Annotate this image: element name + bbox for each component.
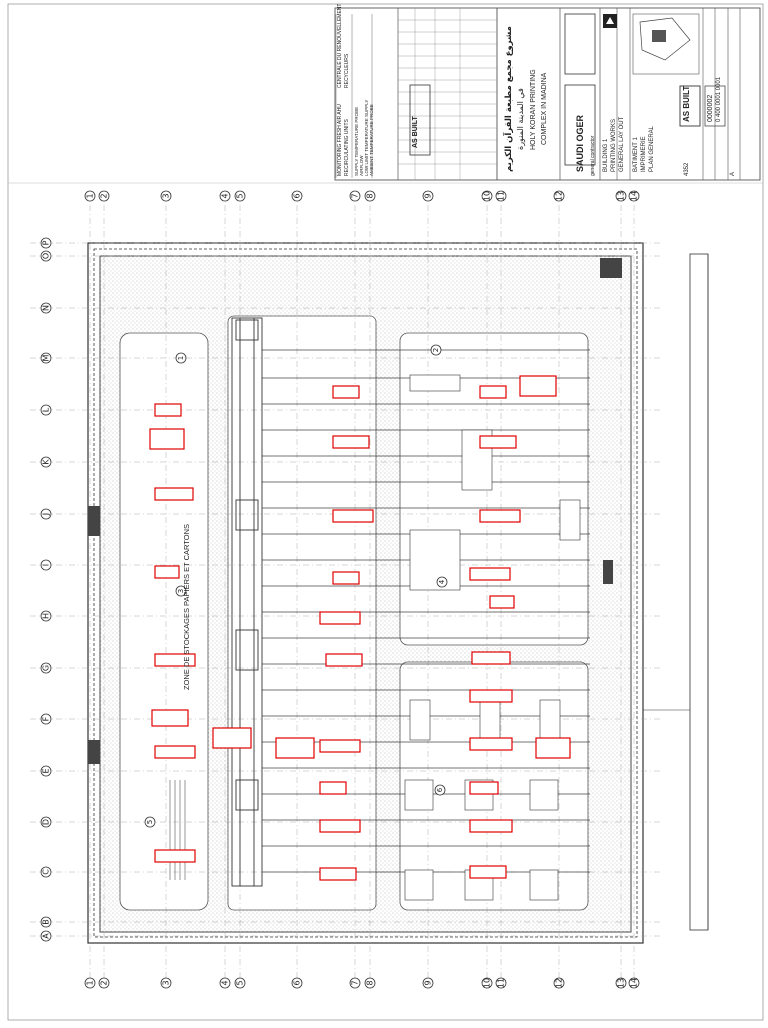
grid-bubbles [84, 190, 640, 989]
grid-column-label-top: 7 [351, 193, 360, 198]
grid-column-label-top: 2 [100, 193, 109, 198]
legend-box [335, 14, 373, 178]
grid-column-label-top: 5 [236, 193, 245, 198]
grid-row-label: I [42, 564, 51, 566]
grid-column-label-bottom: 9 [424, 980, 433, 985]
main-hall [227, 315, 377, 911]
grid-row-label: L [42, 407, 51, 412]
grid-column-label-bottom: 7 [351, 980, 360, 985]
grid-column-label-top: 3 [162, 193, 171, 198]
project-title-ar-city: في المدينة المنورة [516, 88, 525, 150]
zone-label: ZONE DE STOCKAGES PAPIERS ET CARTONS [182, 523, 191, 690]
title-block [334, 7, 761, 181]
zone-number: 3 [177, 589, 185, 593]
grid-column-label-bottom: 2 [100, 980, 109, 985]
grid-row-label: B [42, 919, 51, 925]
grid-row-label: P [42, 240, 51, 245]
sheet-border [7, 3, 764, 1021]
contractor-role: general contractor [590, 135, 596, 176]
zone-numbers: 3 1 2 4 5 6 [146, 348, 446, 824]
legend-heading-2: CENTRALE DU RENOUVELLEMENT [337, 3, 343, 88]
scale-ref: 4352 [684, 162, 690, 176]
building-outline [87, 242, 644, 944]
grid-row-label: O [42, 253, 51, 259]
zone-number: 5 [146, 820, 154, 824]
contractor-name: SAUDI OGER [575, 114, 585, 172]
grid-row-label: E [42, 768, 51, 773]
grid-column-label-top: 4 [221, 193, 230, 198]
redaction-boxes [149, 375, 571, 881]
grid-row-label: K [42, 459, 51, 465]
grid-row-label: F [42, 716, 51, 721]
batiment-line-2: IMPRIMERIE [641, 136, 647, 172]
press-machines [404, 374, 581, 901]
grid-row-label: G [42, 665, 51, 671]
grid-column-label-bottom: 13 [617, 978, 626, 988]
grid-column-label-bottom: 6 [293, 980, 302, 985]
grid-row-label: M [42, 354, 51, 361]
as-built-stamp: AS BUILT [682, 85, 691, 122]
batiment-line-3: PLAN GENERAL [649, 125, 655, 172]
grid-column-label-top: 10 [483, 191, 492, 201]
grid-column-label-top: 6 [293, 193, 302, 198]
grid-column-label-bottom: 12 [555, 978, 564, 988]
grid-row-label: D [42, 819, 51, 825]
grid-column-label-bottom: 3 [162, 980, 171, 985]
batiment-line-1: BATIMENT 1 [633, 137, 639, 172]
legend-line-4: AMBIENT TEMPERATURE PROBE [369, 104, 374, 176]
building-line-2: PRINTING WORKS [611, 118, 617, 172]
grid-column-label-bottom: 5 [236, 980, 245, 985]
annex [689, 253, 709, 931]
revision-letter: A [730, 171, 736, 176]
grid-row-label: J [42, 513, 51, 516]
sheet-number: 0000002 [707, 94, 714, 122]
grid-column-label-top: 14 [630, 191, 639, 201]
zone-number: 6 [436, 787, 444, 792]
project-title-ar: مشروع مجمع مطبعة القرآن الكريم [504, 26, 514, 172]
zone-number: 2 [432, 348, 440, 352]
grid-column-label-top: 8 [366, 193, 375, 198]
grid-column-label-top: 9 [424, 193, 433, 198]
row-bubbles [40, 237, 52, 942]
row-labels: A B C D E F G H I J K L M N O P [42, 240, 51, 938]
zone-bubbles [144, 344, 448, 828]
legend-sub-2: RECYCLEURS [344, 53, 350, 88]
grid-column-label-top: 13 [617, 191, 626, 201]
grid-column-label-top: 12 [555, 191, 564, 201]
grid-row-label: H [42, 613, 51, 619]
storage-racks [169, 780, 186, 880]
grid-column-label-bottom: 4 [221, 980, 230, 985]
project-title-en-2: COMPLEX IN MADINA [541, 72, 548, 145]
grid-column-label-bottom: 11 [497, 978, 506, 988]
legend-heading-1: MONITORING FRESH AIR AHU [337, 104, 343, 176]
grid-column-label-bottom: 14 [630, 978, 639, 988]
grid-column-label-top: 1 [86, 193, 95, 198]
grid-row-label: A [42, 933, 51, 939]
grid-column-label-bottom: 10 [483, 978, 492, 988]
column-markers [88, 258, 622, 764]
grid-column-label-top: 11 [497, 191, 506, 201]
project-title-en-1: HOLY KORAN PRINTING [530, 69, 537, 150]
as-built-stamp-revision: AS BUILT [412, 116, 419, 148]
storage-zone [119, 332, 209, 911]
building-line-3: GENERAL LAY OUT [619, 116, 625, 172]
building-line-1: BUILDING 1 [603, 138, 609, 172]
legend-sub-1: RECIRCULATING UNITS [344, 119, 350, 176]
drawing-code: 0 400 0001 0001 [716, 76, 722, 122]
grid-row-label: N [42, 305, 51, 311]
grid-row-label: C [42, 869, 51, 875]
grid-column-label-bottom: 1 [86, 980, 95, 985]
main-duct [231, 317, 263, 887]
zone-number: 4 [438, 579, 446, 584]
zone-number: 1 [177, 356, 185, 360]
grid-column-label-bottom: 8 [366, 980, 375, 985]
